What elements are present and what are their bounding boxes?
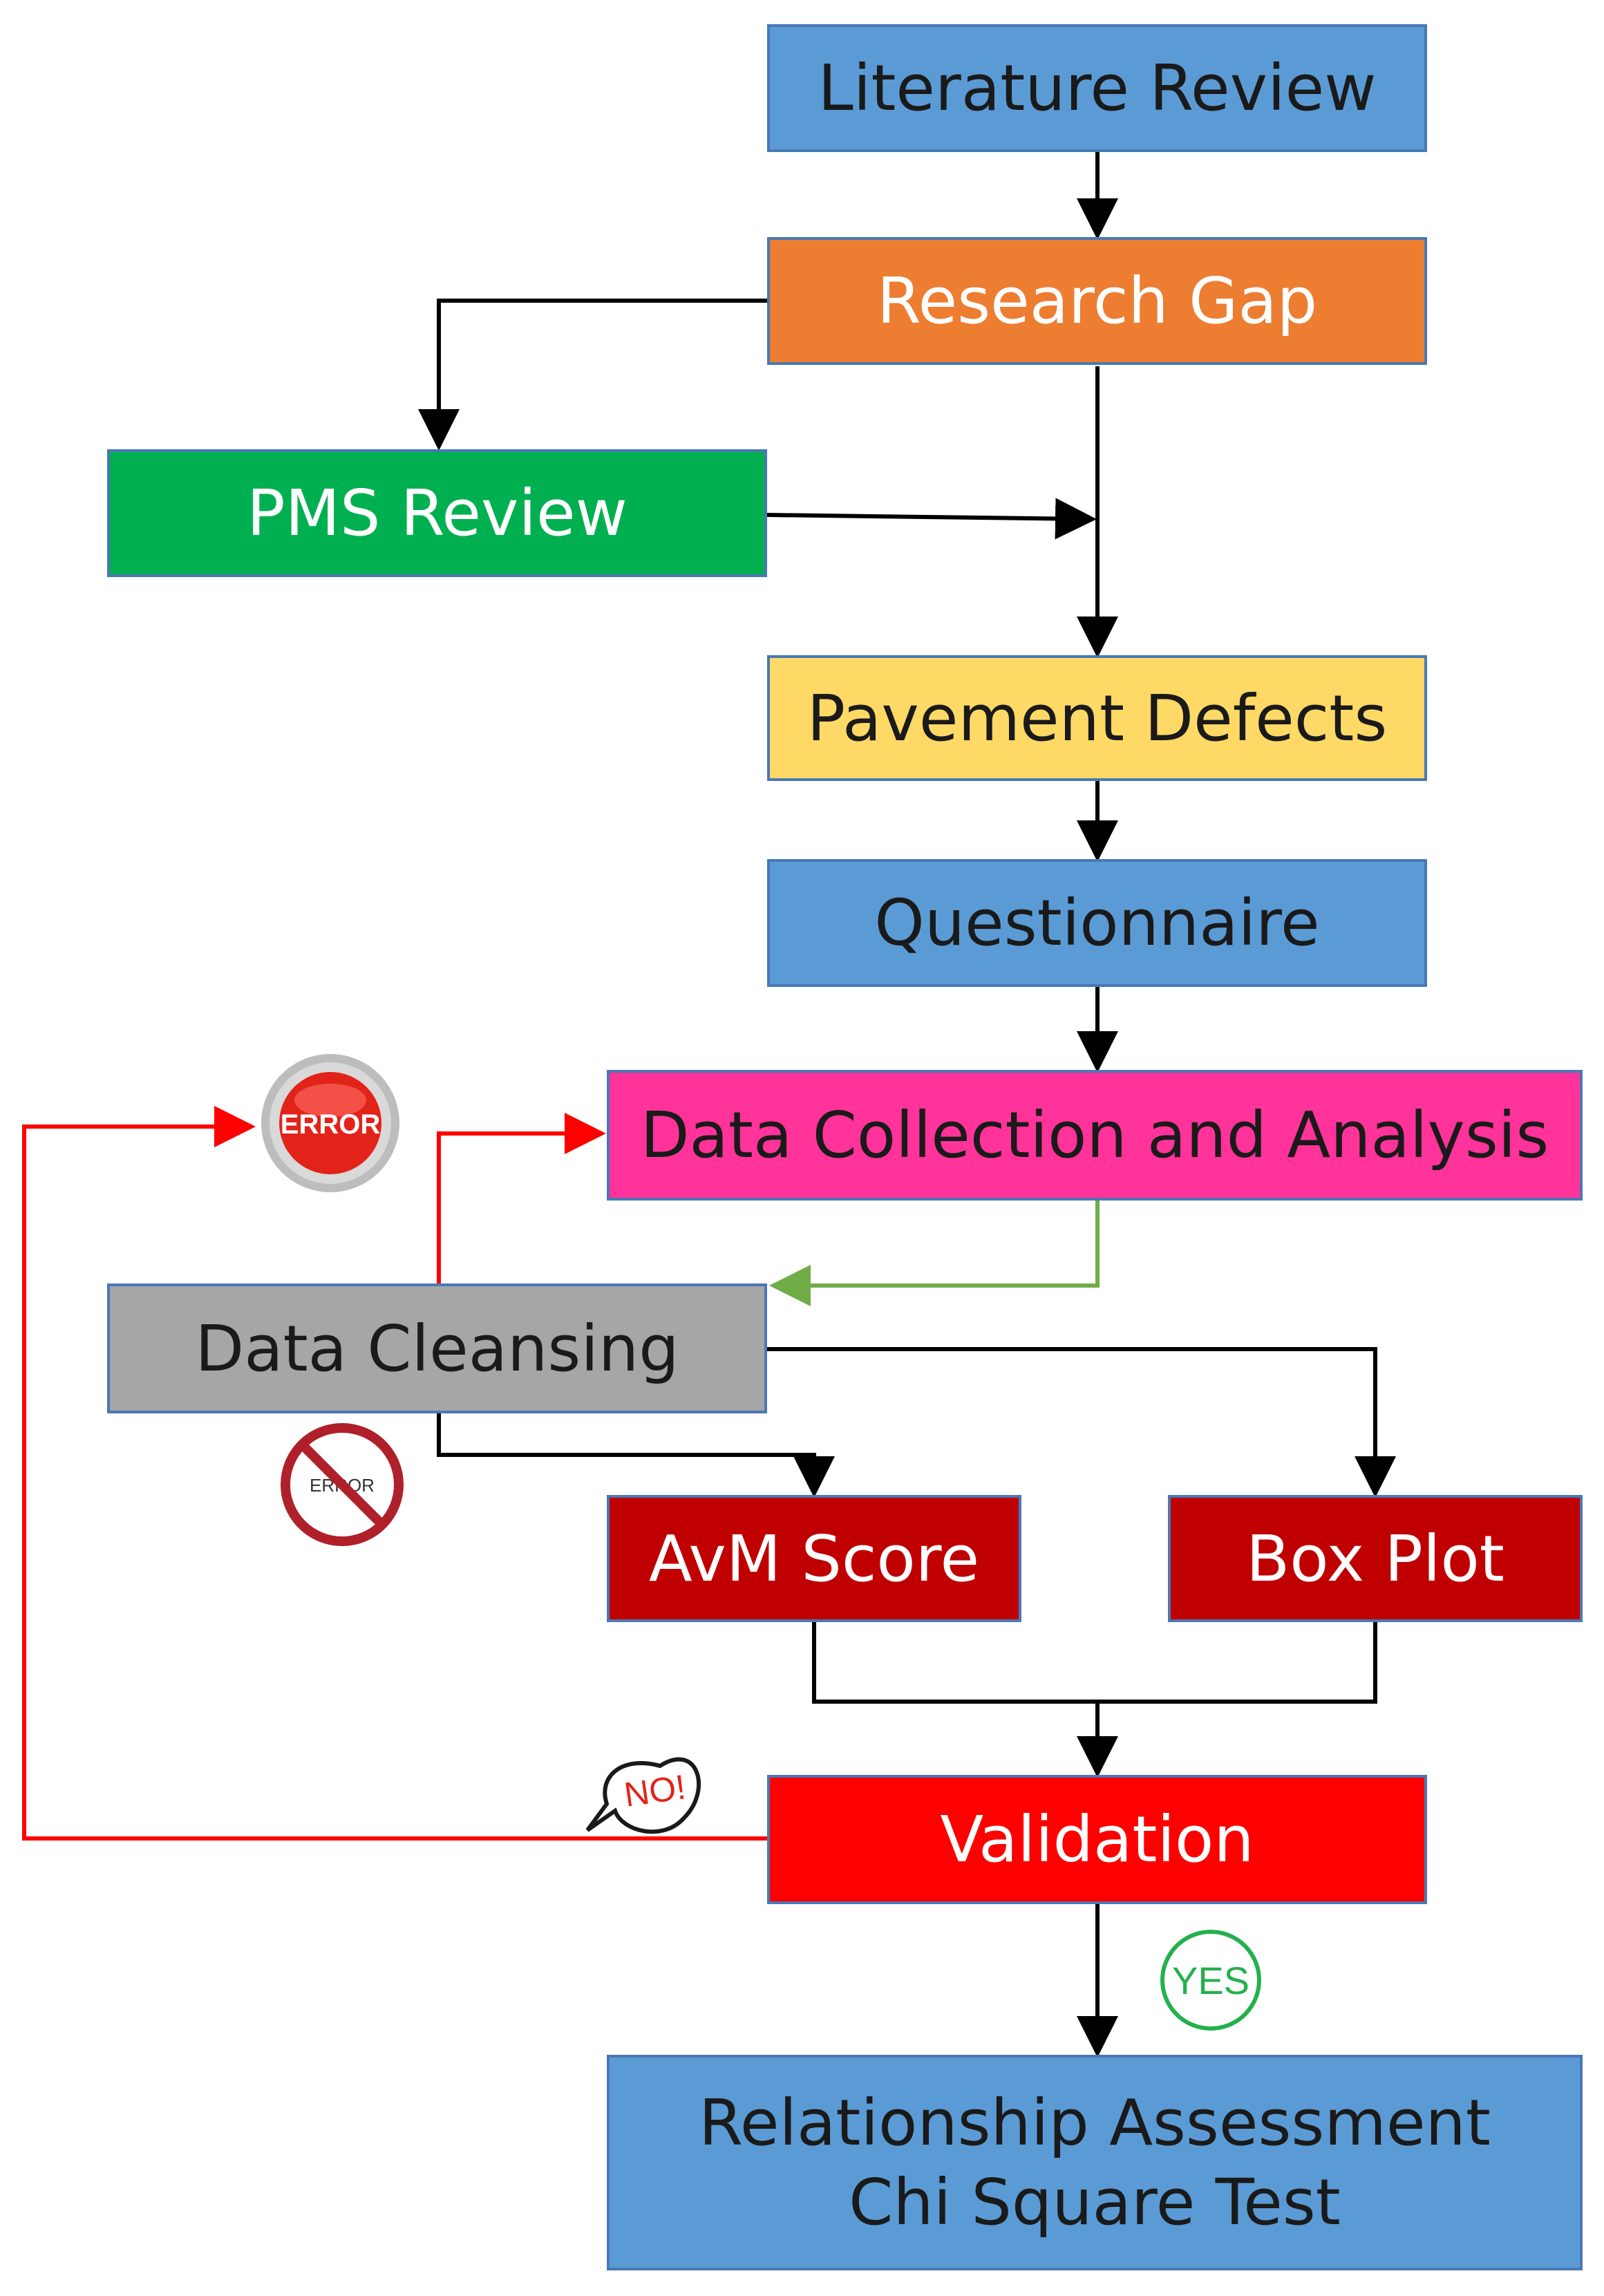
node-pavement-defects: Pavement Defects xyxy=(767,655,1427,781)
node-research-gap: Research Gap xyxy=(767,237,1427,365)
node-literature-review-label: Literature Review xyxy=(818,51,1377,125)
node-data-collection: Data Collection and Analysis xyxy=(607,1070,1583,1201)
yes-label: YES xyxy=(1172,1959,1249,2002)
arrow-gap-to-pms xyxy=(418,299,767,451)
no-speech-bubble-icon: NO! xyxy=(585,1757,701,1834)
node-avm-score-label: AvM Score xyxy=(648,1521,980,1596)
error-button-label: ERROR xyxy=(281,1109,381,1140)
no-label: NO! xyxy=(622,1767,688,1814)
arrow-cleansing-to-collection xyxy=(437,1113,606,1283)
node-box-plot-label: Box Plot xyxy=(1246,1521,1504,1596)
arrow-validation-no-loop xyxy=(22,1106,767,1841)
node-research-gap-label: Research Gap xyxy=(876,264,1318,338)
node-validation-label: Validation xyxy=(940,1803,1254,1876)
node-relationship-line1: Relationship Assessment xyxy=(699,2086,1491,2160)
node-data-cleansing: Data Cleansing xyxy=(107,1283,767,1413)
merge-avm-boxplot xyxy=(812,1622,1377,1704)
node-box-plot: Box Plot xyxy=(1168,1495,1583,1622)
node-pms-review: PMS Review xyxy=(107,449,767,577)
error-button-icon: ERROR xyxy=(261,1054,399,1192)
arrow-collection-to-cleansing xyxy=(769,1201,1100,1306)
node-data-cleansing-label: Data Cleansing xyxy=(195,1311,679,1386)
yes-circle-icon: YES xyxy=(1160,1930,1261,2031)
node-pms-review-label: PMS Review xyxy=(247,476,628,550)
node-validation: Validation xyxy=(767,1775,1427,1904)
node-relationship-line2: Chi Square Test xyxy=(849,2165,1341,2239)
arrow-cleansing-to-avm xyxy=(437,1413,835,1498)
node-data-collection-label: Data Collection and Analysis xyxy=(640,1098,1549,1172)
error-prohibited-icon: ERROR xyxy=(281,1423,404,1546)
node-literature-review: Literature Review xyxy=(767,24,1427,152)
node-relationship-assessment: Relationship Assessment Chi Square Test xyxy=(607,2055,1583,2270)
node-questionnaire-label: Questionnaire xyxy=(874,886,1320,960)
arrow-cleansing-to-boxplot xyxy=(767,1347,1396,1498)
arrow-pms-to-mainline xyxy=(766,498,1097,540)
node-questionnaire: Questionnaire xyxy=(767,859,1427,987)
node-pavement-defects-label: Pavement Defects xyxy=(806,681,1388,755)
node-avm-score: AvM Score xyxy=(607,1495,1021,1622)
